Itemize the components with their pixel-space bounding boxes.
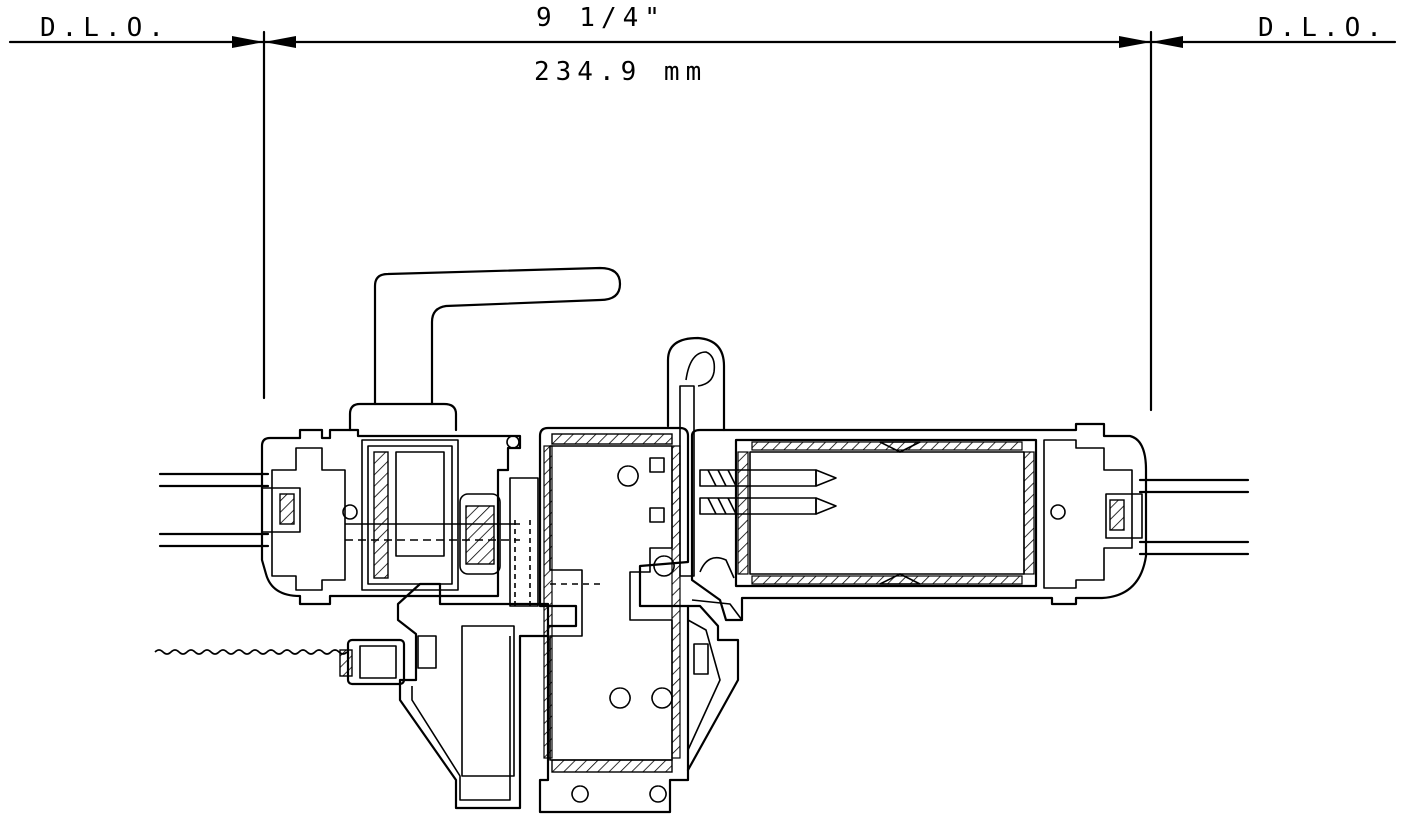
sill-interlock-right [686, 604, 740, 772]
screw-upper [699, 469, 837, 487]
dim-arrow-left-out [232, 36, 264, 48]
screw-lower [699, 497, 837, 515]
center-mullion [538, 426, 690, 814]
dlo-label-right: D.L.O. [1258, 13, 1388, 43]
lock-handle [348, 266, 622, 432]
glass-pane-left [158, 472, 270, 548]
right-sash-frame [690, 422, 1148, 622]
sill-interlock-left [154, 582, 550, 810]
dimension-imperial: 9 1/4" [536, 3, 666, 33]
dlo-label-left: D.L.O. [40, 13, 170, 43]
interlock-hook [666, 336, 726, 577]
dim-arrow-left-in [264, 36, 296, 48]
dimension-metric: 234.9 mm [534, 57, 707, 87]
glass-pane-right [1138, 478, 1250, 556]
dim-arrow-right-out [1151, 36, 1183, 48]
left-sash-frame [260, 428, 539, 607]
dimension-line [8, 30, 1397, 412]
dim-arrow-right-in [1119, 36, 1151, 48]
